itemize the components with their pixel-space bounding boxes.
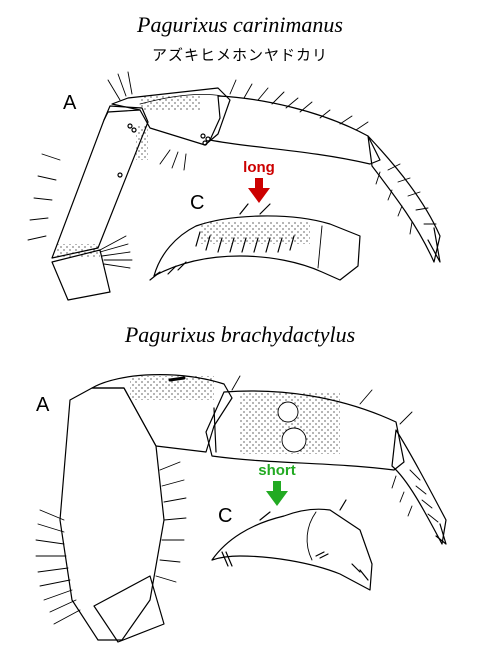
label-a-2: A bbox=[36, 394, 50, 416]
arrow-short bbox=[266, 481, 288, 506]
dactyl-c-carinimanus bbox=[149, 203, 361, 281]
arrow-long bbox=[248, 178, 270, 203]
setae-brachydactylus bbox=[35, 375, 439, 625]
label-a-1: A bbox=[63, 92, 77, 114]
leg-a-brachydactylus bbox=[59, 374, 447, 643]
label-c-1: C bbox=[190, 192, 205, 214]
annotation-short: short bbox=[258, 462, 296, 479]
label-c-2: C bbox=[218, 505, 233, 527]
setae-carinimanus bbox=[27, 71, 437, 269]
leg-a-carinimanus bbox=[51, 87, 441, 301]
species-title-2: Pagurixus brachydactylus bbox=[124, 322, 356, 347]
annotation-long: long bbox=[243, 159, 275, 176]
dactyl-c-brachydactylus bbox=[211, 499, 373, 591]
species-japanese-name-1: アズキヒメホンヤドカリ bbox=[151, 46, 328, 64]
species-title-1: Pagurixus carinimanus bbox=[137, 12, 343, 37]
